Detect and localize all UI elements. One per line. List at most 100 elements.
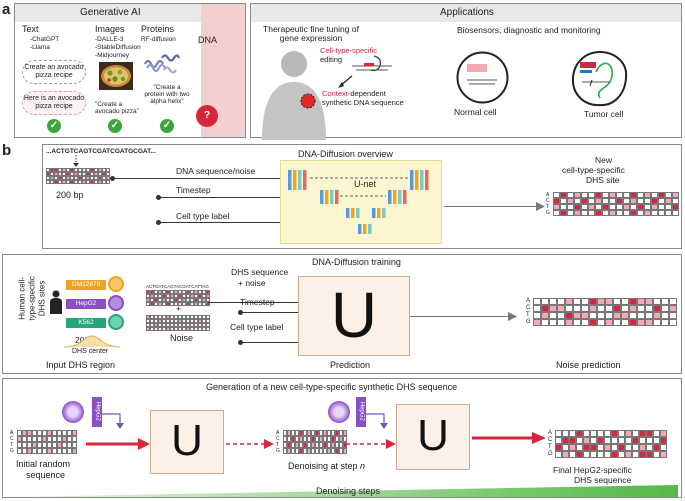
- grid-cell: [194, 294, 198, 298]
- grid-cell: [595, 192, 602, 198]
- grid-cell: [618, 437, 625, 444]
- grid-cell: [106, 172, 110, 176]
- grid-cell: [62, 176, 66, 180]
- gen-pill-2: HepG2: [356, 397, 366, 427]
- grid-cell: [557, 319, 565, 326]
- grid-cell: [609, 198, 616, 204]
- grid-cell: [52, 436, 57, 442]
- grid-cell: [672, 210, 679, 216]
- grid-cell: [190, 323, 194, 327]
- grid-cell: [555, 444, 562, 451]
- grid-cell: [597, 444, 604, 451]
- grid-cell: [645, 298, 653, 305]
- context-text: Context-dependent: [322, 89, 386, 98]
- grid-cell: [621, 312, 629, 319]
- unet-label: U-net: [354, 179, 377, 189]
- row-letter: T: [546, 204, 550, 210]
- grid-cell: [295, 448, 299, 454]
- grid-cell: [178, 294, 182, 298]
- grid-cell: [557, 298, 565, 305]
- overview-sequence: ...ACTGTCAGTCGATCGATGCGAT...: [46, 148, 156, 155]
- training-input3: Cell type label: [230, 322, 284, 332]
- unet-layer-bar: [415, 170, 419, 190]
- grid-cell: [616, 210, 623, 216]
- unet-layer-bar: [388, 190, 392, 204]
- training-line-3: [240, 342, 298, 343]
- training-sequence-grid: [146, 290, 210, 306]
- grid-cell: [67, 430, 72, 436]
- grid-cell: [629, 305, 637, 312]
- grid-cell: [166, 298, 170, 302]
- grid-cell: [299, 430, 303, 436]
- overview-input-timestep: Timestep: [176, 185, 211, 195]
- unet-layer-bar: [346, 208, 350, 218]
- input-line-1: [112, 178, 280, 179]
- grid-cell: [618, 444, 625, 451]
- grid-cell: [166, 319, 170, 323]
- grid-cell: [150, 319, 154, 323]
- grid-cell: [604, 444, 611, 451]
- grid-cell: [299, 448, 303, 454]
- grid-cell: [166, 327, 170, 331]
- grid-cell: [202, 294, 206, 298]
- grid-cell: [170, 327, 174, 331]
- grid-cell: [573, 319, 581, 326]
- grid-cell: [198, 319, 202, 323]
- grid-cell: [646, 430, 653, 437]
- grid-cell: [616, 204, 623, 210]
- grid-cell: [82, 172, 86, 176]
- unet-layer-bar: [293, 170, 297, 190]
- grid-cell: [186, 298, 190, 302]
- grid-cell: [533, 305, 541, 312]
- grid-cell: [573, 312, 581, 319]
- dhs-peak-icon: [64, 335, 120, 348]
- grid-cell: [198, 315, 202, 319]
- dhs-center-label: DHS center: [72, 348, 109, 355]
- grid-cell: [565, 305, 573, 312]
- grid-cell: [581, 312, 589, 319]
- grid-cell: [90, 180, 94, 184]
- grid-cell: [339, 430, 343, 436]
- row-letter: A: [526, 298, 531, 304]
- generative-ai-title: Generative AI: [80, 7, 141, 18]
- grid-cell: [86, 172, 90, 176]
- grid-cell: [57, 436, 62, 442]
- grid-cell: [154, 302, 158, 306]
- generative-ai-box: [14, 3, 246, 138]
- grid-cell: [311, 436, 315, 442]
- grid-cell: [174, 290, 178, 294]
- grid-cell: [198, 302, 202, 306]
- row-letter: A: [546, 192, 550, 198]
- cell-type-specific-text: Cell-type-specific: [320, 46, 378, 55]
- grid-cell: [562, 430, 569, 437]
- grid-cell: [661, 298, 669, 305]
- therapeutic-text: Therapeutic fine tuning of gene expressi…: [263, 24, 359, 44]
- grid-cell: [339, 448, 343, 454]
- grid-cell: [555, 437, 562, 444]
- grid-cell: [576, 444, 583, 451]
- grid-cell: [323, 430, 327, 436]
- grid-cell: [78, 172, 82, 176]
- grid-cell: [178, 290, 182, 294]
- training-input1-line2: + noise: [238, 278, 266, 288]
- images-col-item-1: -DALLE-3: [95, 36, 124, 43]
- grid-cell: [303, 442, 307, 448]
- grid-cell: [106, 180, 110, 184]
- grid-cell: [178, 315, 182, 319]
- grid-cell: [58, 176, 62, 180]
- grid-cell: [190, 327, 194, 331]
- grid-cell: [146, 323, 150, 327]
- grid-cell: [625, 444, 632, 451]
- grid-cell: [576, 430, 583, 437]
- grid-cell: [653, 305, 661, 312]
- grid-cell: [186, 302, 190, 306]
- grid-cell: [37, 430, 42, 436]
- grid-cell: [146, 294, 150, 298]
- grid-cell: [613, 319, 621, 326]
- grid-cell: [303, 430, 307, 436]
- grid-cell: [618, 451, 625, 458]
- grid-cell: [62, 172, 66, 176]
- row-letter: G: [10, 448, 14, 454]
- grid-cell: [311, 448, 315, 454]
- unet-layer-bar: [398, 190, 402, 204]
